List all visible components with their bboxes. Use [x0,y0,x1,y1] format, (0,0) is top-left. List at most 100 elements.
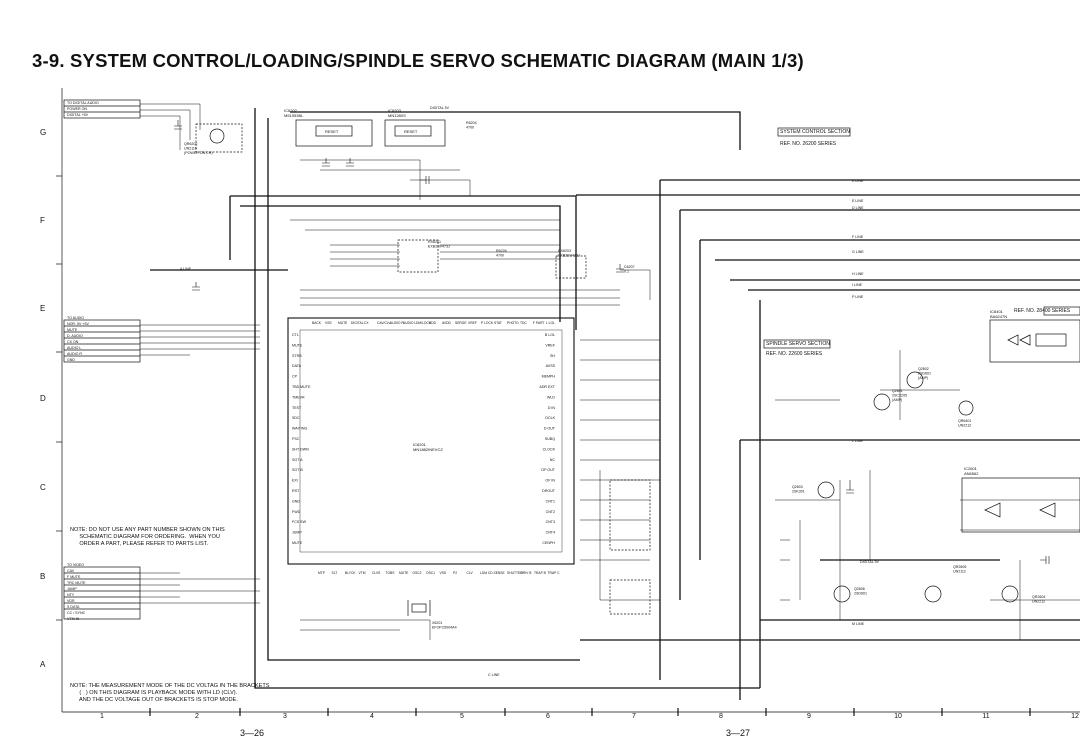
reset-label-2: RESET [404,129,418,134]
digital-5v-label: DIGITAL 5V [430,106,450,110]
ic2601-label: AN6562 [964,471,979,476]
q6401-label: QR6401 [958,419,971,423]
c6207-label: 0.1 [624,270,629,274]
ic6201-right-pin: SUBQ [545,437,555,441]
video-connector-pin: VTM IN [67,617,80,621]
page-title: 3-9. SYSTEM CONTROL/LOADING/SPINDLE SERV… [32,50,804,71]
ic6203-chip [384,119,446,147]
ic6201-left-pin: TEST [292,406,302,410]
r6226-label: 4700 [496,254,504,258]
ic6201-right-pin: D OUT [544,427,556,431]
ic6201-bottom-pin: LDM CD [480,571,493,575]
q2601-label: 2SC2295 [892,394,907,398]
transistor-symbols [209,128,1019,603]
ic6401-label: IC6401 [990,309,1004,314]
ic6201-left-pin: FCS SW [292,520,307,524]
line-label: H LINE [852,272,864,276]
ic6201-bottom-pin: TOBS [386,571,396,575]
rx6203-label: EXB2BV473J [558,254,580,258]
ic6201-top-pin: VREF [468,321,477,325]
ic6201-top-pin: SERGE [455,321,467,325]
video-connector-pin: S DATA [67,605,80,609]
ic6201-right-pin: D IN [548,406,556,410]
row-label: E [40,304,45,313]
column-label: 4 [370,713,374,720]
ic6201-top-pin: AUDIO L [403,321,416,325]
system-control-section-box [777,127,851,137]
connector-top-left [63,99,141,119]
ic6201-label: MN1882INEVCZ [413,447,443,452]
resistor-arrays [397,239,651,615]
line-label: P LINE [852,295,864,299]
ic6201-bottom-pin: MTP [318,571,326,575]
note-measurement-mode: NOTE: THE MEASUREMENT MODE OF THE DC VOL… [70,683,270,703]
r6204-label: R6204 [466,121,477,125]
ic6202-label: M51953BL [284,113,304,118]
ic6201-right-pin: OP OUT [541,468,556,472]
connector-video [63,566,141,620]
video-connector-pin: F MUTE [67,575,81,579]
video-connector-pin: VDR [67,599,75,603]
connector-audio [63,319,141,363]
ic6202-chip [295,119,373,147]
ic6201-right-pin: NC [550,458,556,462]
q6202-label: QR6202 [184,142,197,146]
video-connector-pin: TRC MUTE [67,581,86,585]
ic6201-top-pin: STAT [494,321,502,325]
q2603-label: Q2603 [792,485,803,489]
note-part-numbers: NOTE: DO NOT USE ANY PART NUMBER SHOWN O… [70,527,225,547]
q2601-label: Q2601 [892,389,903,393]
ic6201-right-pin: DROUT [542,489,556,493]
audio-connector-pin: D. AUDIO [67,334,83,338]
ic6201-bottom-pin: CLVS [372,571,381,575]
column-label: 9 [807,713,811,720]
ic6201-top-pin: P LOCK [481,321,494,325]
ic6201-bottom-pin: BLYCK [345,571,356,575]
spindle-servo-label: SPINDLE SERVO SECTION [766,341,830,347]
line-label: M LINE [852,622,865,626]
reset-label-1: RESET [325,129,339,134]
rx6201-label: RX6201 [428,240,441,244]
ref28400-box [1043,306,1080,316]
ic6201-left-pin: TMEVR [292,395,305,399]
ic6201-bottom-pin: OSC1 [426,571,435,575]
x6201-label: EFOFC5004A4 [432,626,457,630]
r6226-label: R6226 [496,249,507,253]
ic6201-right-pin: AVSS [546,364,556,368]
column-label: 10 [894,713,902,720]
ic6201-label: IC6201 [413,442,427,447]
ic6201-right-pin: CENPH [542,541,555,545]
ic6201-top-pin: AUDIO R [390,321,404,325]
column-label: 2 [195,713,199,720]
spindle-servo-section-box [763,339,831,349]
ic6201-right-pin: VREF [545,343,555,347]
ic6201-bottom-pin: TRAP B [534,571,547,575]
ic6201-left-pin: SDC [292,416,300,420]
column-label: 5 [460,713,464,720]
ic6201-top-pin: CX [364,321,369,325]
q2604-label: QR2604 [1032,595,1045,599]
line-label: K LINE [852,179,864,183]
ic6201-left-pin: WAITING [292,427,307,431]
ic6201-bottom-pin: TRAP C [548,571,561,575]
q6202-label: (POWER ON CH) [184,151,213,155]
system-control-ref: REF. NO. 26200 SERIES [780,141,837,147]
ic6201-left-pin: CP [292,375,298,379]
ic6201-top-pin: L LOL [546,321,555,325]
q2605-label: UN2112 [953,570,966,574]
ic6201-left-pin: CTL [292,333,299,337]
ic6201-top-pin: VSS [325,321,332,325]
r6204-label: 4700 [466,126,474,130]
top-left-connector-pin: DIGITAL +5V [67,113,89,117]
c6207-label: C6207 [624,265,635,269]
ic6201-right-pin: ADR EXT [539,385,555,389]
video-connector-pin: JUMP [67,587,77,591]
ic6201-bottom-pin: CLV [467,571,474,575]
row-label: C [40,483,46,492]
page-number-right: 3—27 [726,728,751,738]
ref-28400-label: REF. NO. 28400 SERIES [1014,308,1071,314]
ic6201-right-pin: CNT2 [546,510,555,514]
rx6203-label: RX6203 [558,249,571,253]
ic6201-right-pin: WLD [547,395,555,399]
